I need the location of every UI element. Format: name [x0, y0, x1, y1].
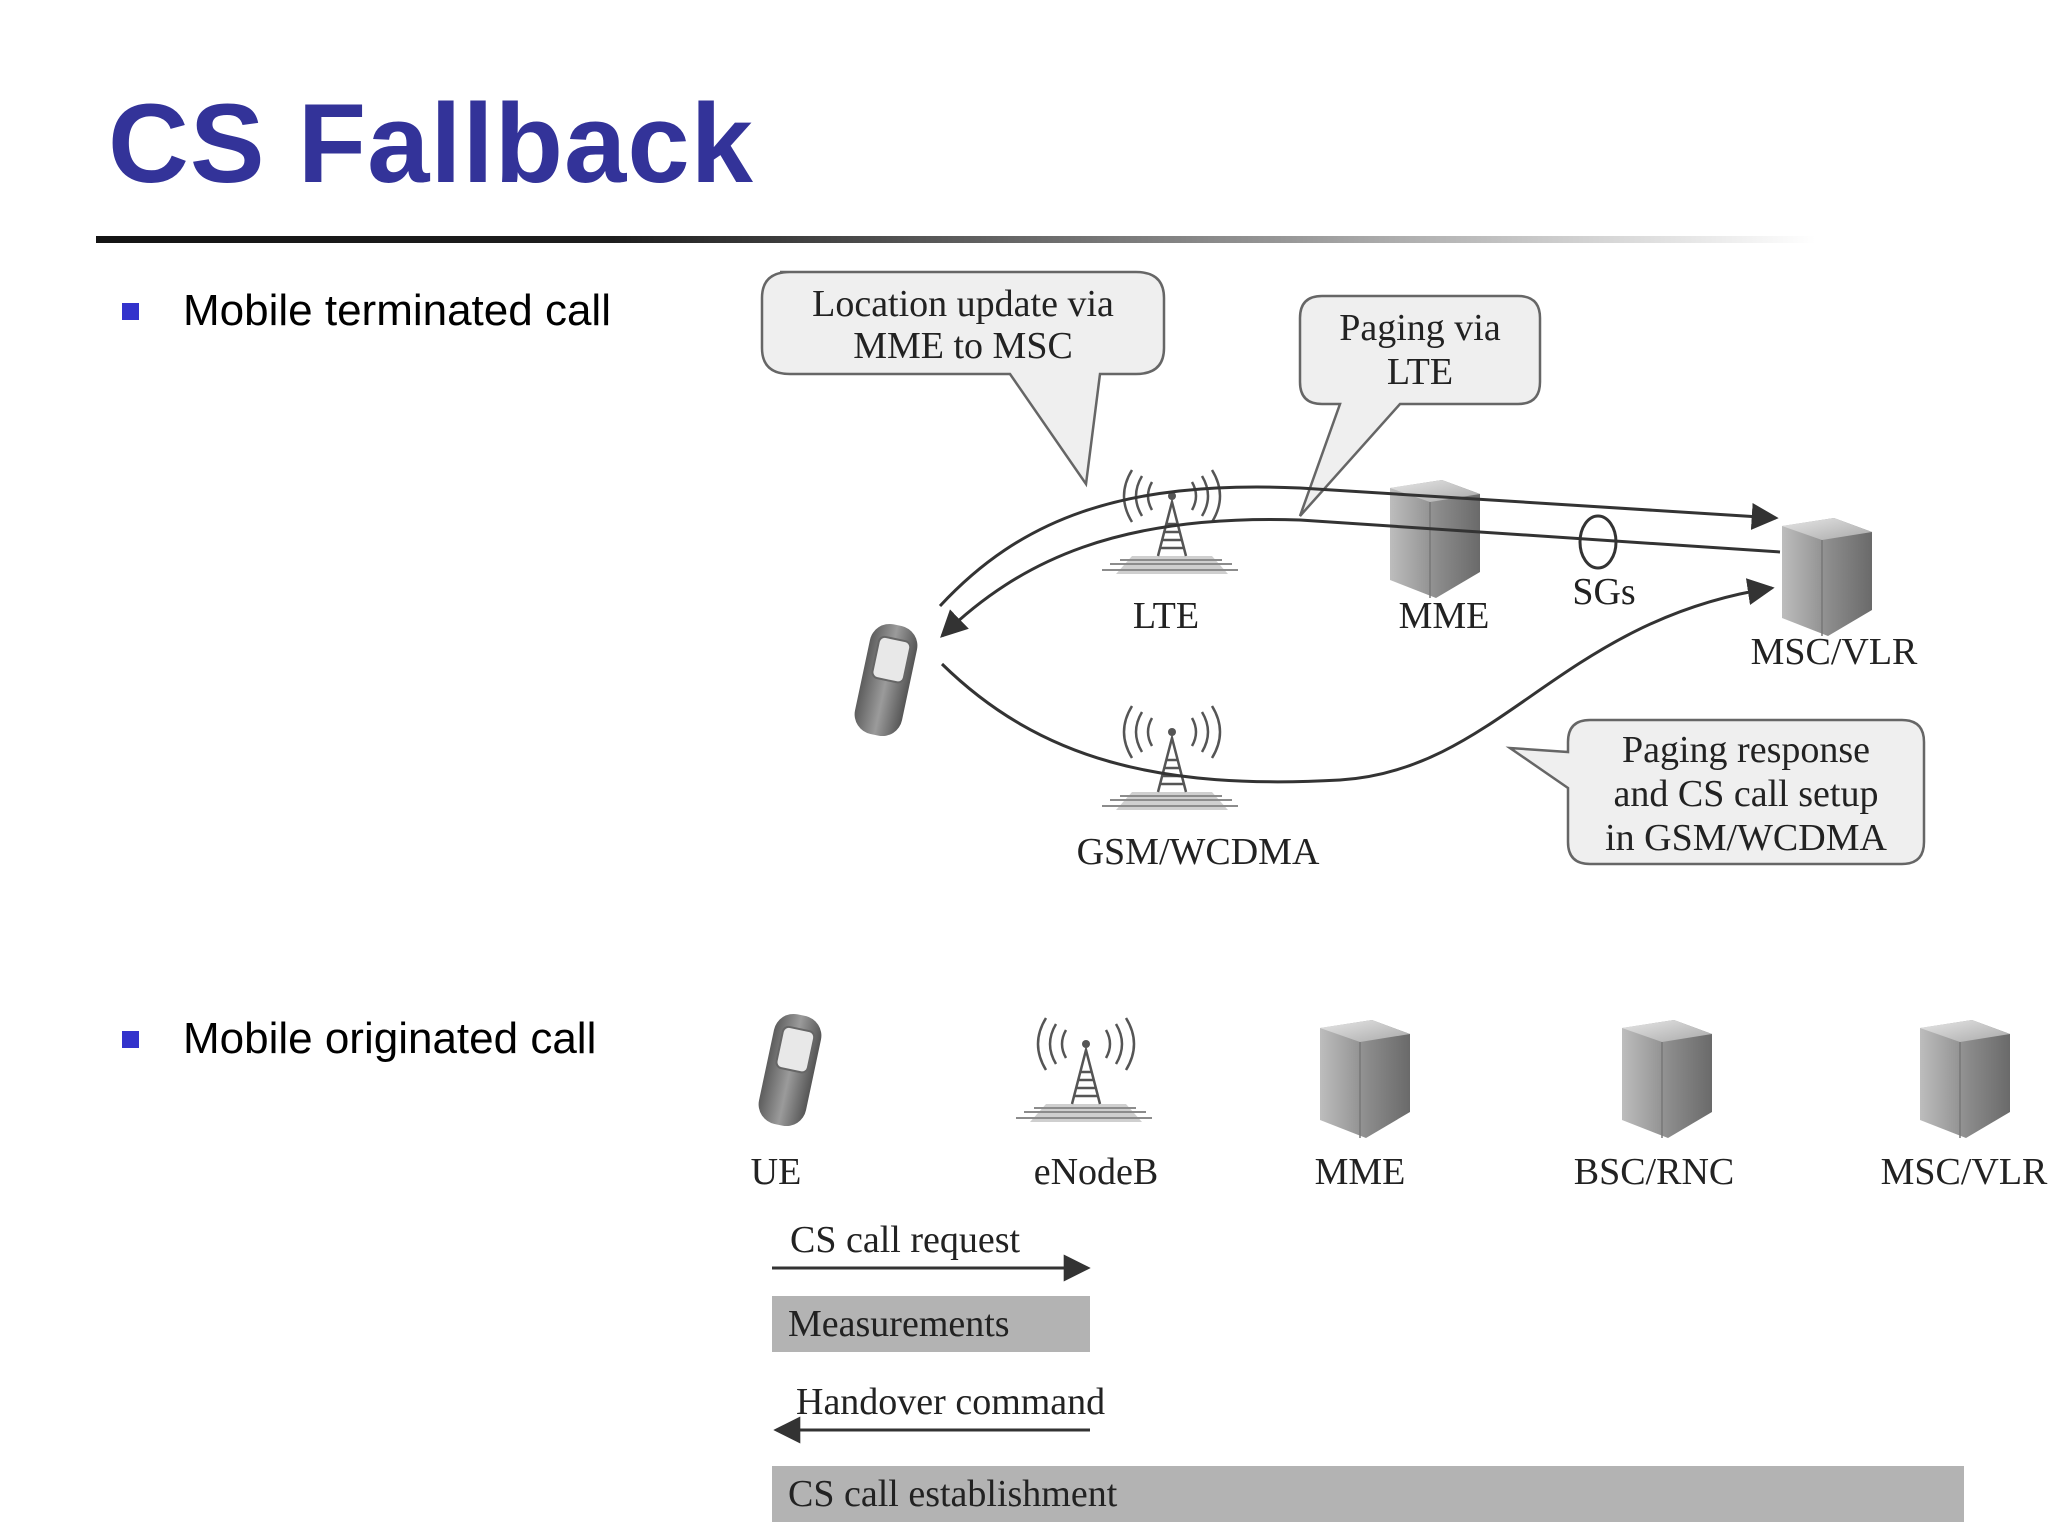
bullet-square-icon	[122, 302, 139, 320]
node-label-ue: UE	[751, 1151, 802, 1193]
measurements-bar	[772, 1296, 1090, 1352]
interface-label-sgs: SGs	[1572, 571, 1635, 613]
step-measurements: Measurements	[788, 1303, 1010, 1345]
msc-vlr-server-icon	[1781, 517, 1873, 637]
mme-server-icon	[1319, 1019, 1411, 1139]
node-label-enodeb: eNodeB	[1034, 1151, 1159, 1193]
callout-paging-lte: Paging via LTE	[1298, 294, 1542, 517]
bsc-rnc-server-icon	[1621, 1019, 1713, 1139]
title-rule	[96, 236, 1816, 243]
mo-diagram: UE eNodeB MME BSC/RNC MSC/VLR CS call re…	[751, 1009, 2048, 1522]
callout-text: MME to MSC	[853, 325, 1073, 367]
enodeb-tower-icon	[1014, 1016, 1154, 1124]
bullet-text: Mobile terminated call	[183, 286, 611, 335]
bullet-square-icon	[122, 1030, 139, 1048]
step-cs-call-request: CS call request	[790, 1219, 1021, 1261]
slide-title: CS Fallback	[108, 81, 754, 206]
node-label-gsm-wcdma: GSM/WCDMA	[1077, 831, 1320, 873]
msc-vlr-server-icon	[1919, 1019, 2011, 1139]
node-label-bsc-rnc: BSC/RNC	[1574, 1151, 1735, 1193]
bullet-text: Mobile originated call	[183, 1014, 597, 1063]
callout-text: in GSM/WCDMA	[1605, 817, 1887, 859]
callout-location-update: Location update via MME to MSC	[760, 270, 1166, 488]
cs-call-establishment-bar	[772, 1466, 1964, 1522]
node-label-lte: LTE	[1133, 595, 1199, 637]
callout-paging-response: Paging response and CS call setup in GSM…	[1505, 718, 1926, 866]
node-label-mme: MME	[1315, 1151, 1406, 1193]
node-label-mme: MME	[1399, 595, 1490, 637]
callout-text: Location update via	[812, 283, 1114, 325]
callout-text: and CS call setup	[1614, 773, 1879, 815]
ue-phone-icon	[753, 1009, 827, 1131]
node-label-msc-vlr: MSC/VLR	[1751, 631, 1918, 673]
callout-text: LTE	[1387, 351, 1453, 393]
mt-diagram: Location update via MME to MSC Paging vi…	[760, 270, 1926, 873]
node-label-msc-vlr: MSC/VLR	[1881, 1151, 2048, 1193]
callout-text: Paging via	[1339, 307, 1501, 349]
sgs-interface-icon	[1578, 514, 1618, 570]
step-cs-call-establishment: CS call establishment	[788, 1473, 1118, 1515]
callout-text: Paging response	[1622, 729, 1870, 771]
bullet-mobile-terminated: Mobile terminated call	[122, 286, 611, 336]
ue-phone-icon	[849, 619, 923, 741]
bullet-mobile-originated: Mobile originated call	[122, 1014, 596, 1064]
step-handover-command: Handover command	[796, 1381, 1105, 1423]
gsm-tower-icon	[1100, 704, 1240, 812]
